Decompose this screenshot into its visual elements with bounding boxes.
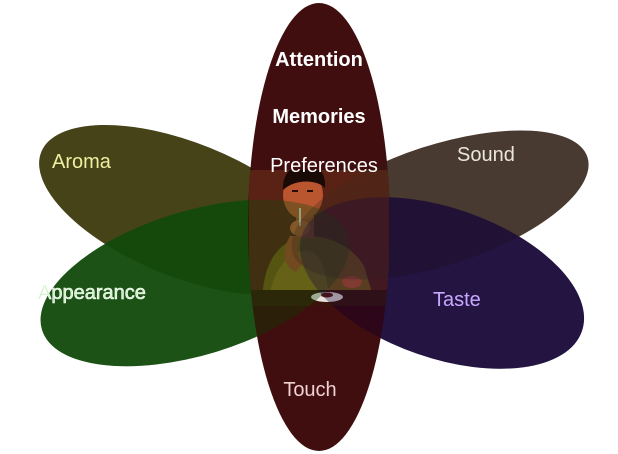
petal-label-aroma: Aroma xyxy=(52,151,112,173)
person-eating-photo xyxy=(249,170,389,306)
center-label-preferences: Preferences xyxy=(270,155,378,177)
petal-label-appearance: Appearance xyxy=(38,282,146,304)
petal-label-sound: Sound xyxy=(457,144,515,166)
petal-label-touch: Touch xyxy=(283,379,336,401)
petal-overlay xyxy=(40,130,589,369)
petal-label-taste: Taste xyxy=(433,289,481,311)
center-label-memories: Memories xyxy=(272,106,365,128)
center-label-attention: Attention xyxy=(275,49,363,71)
